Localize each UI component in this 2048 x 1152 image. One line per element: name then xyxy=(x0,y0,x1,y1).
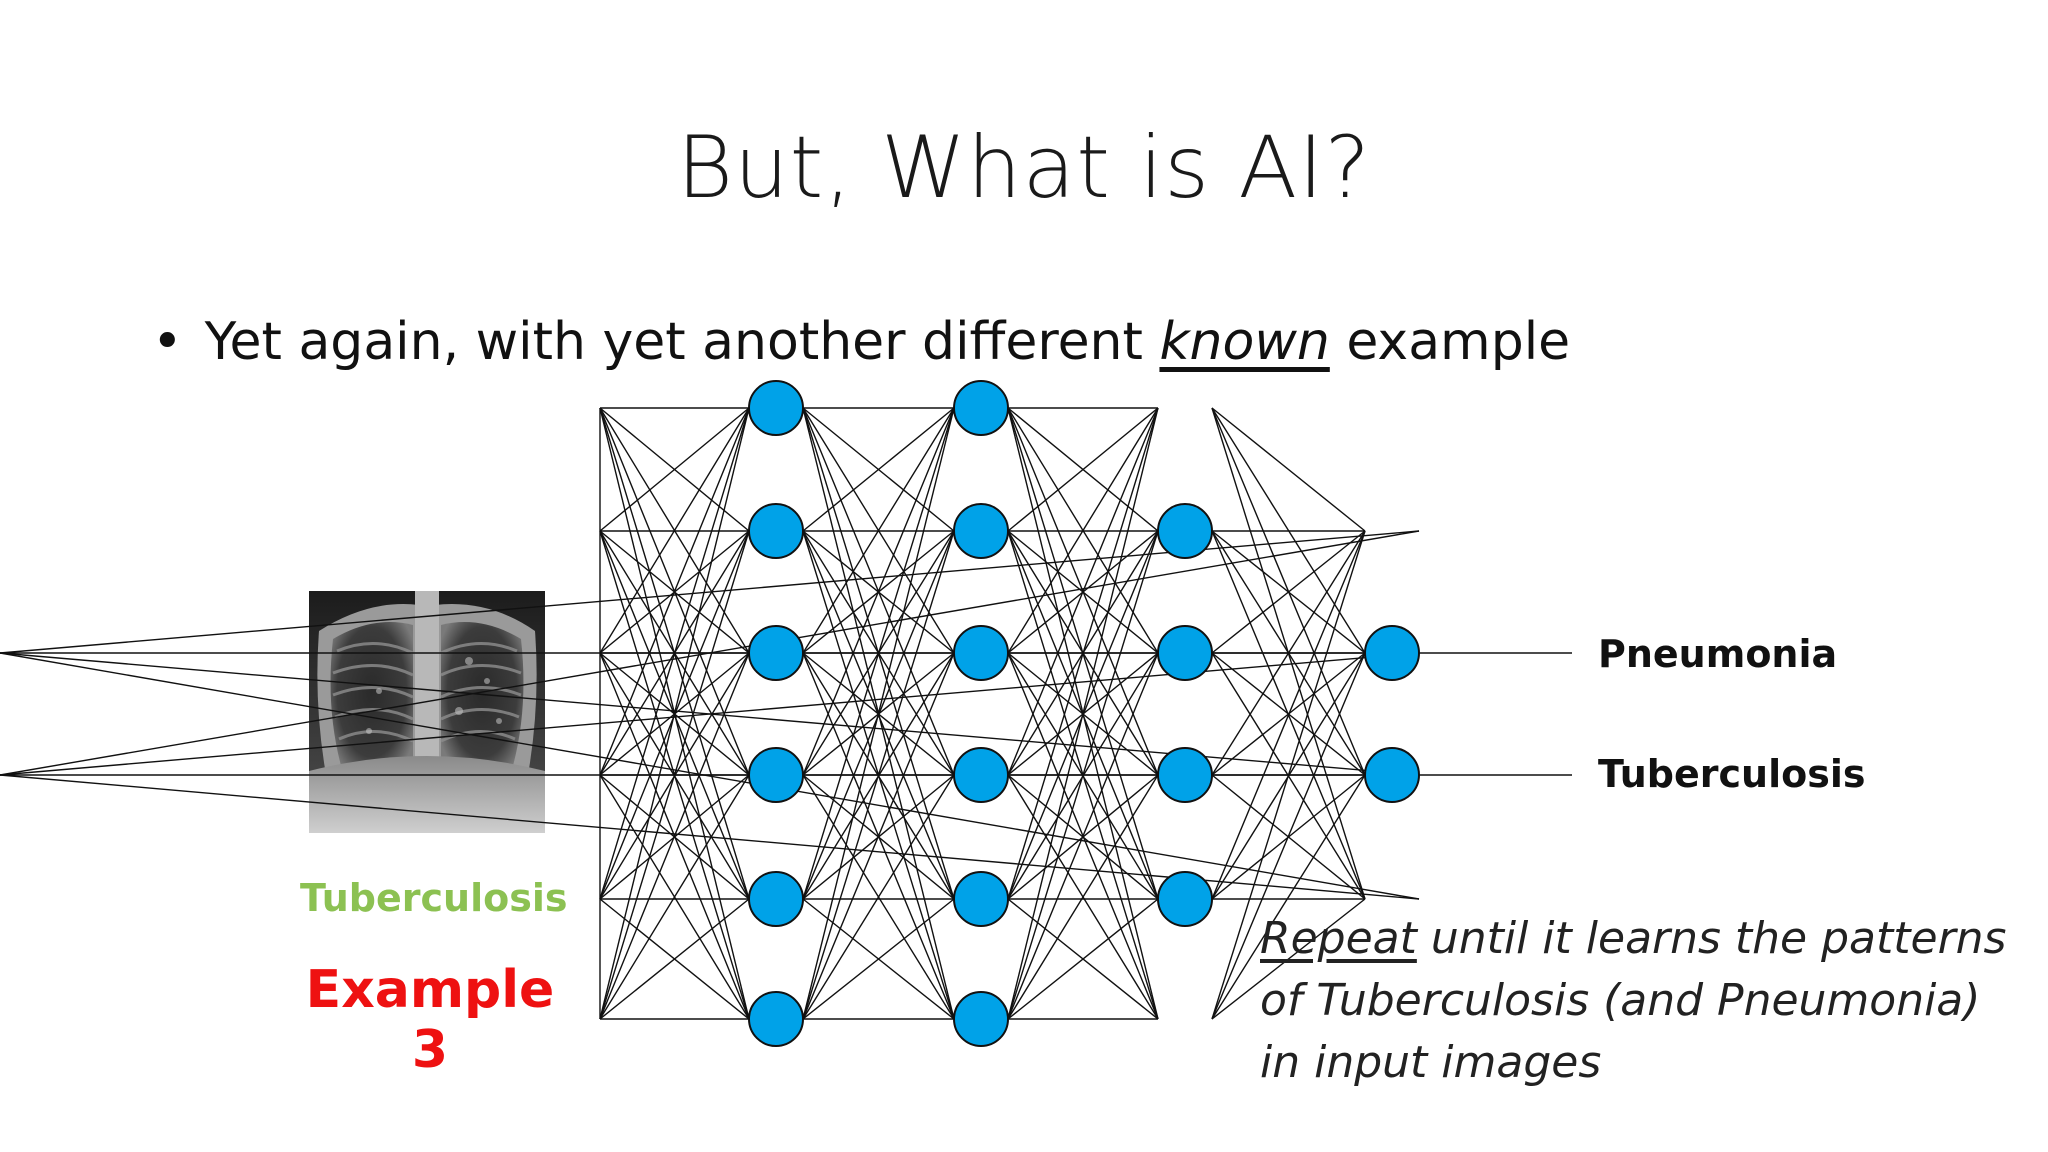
layer-connection xyxy=(1007,652,1159,1020)
input-connection xyxy=(599,652,750,1020)
output-node xyxy=(1364,625,1420,681)
network-node xyxy=(953,503,1009,559)
network-node xyxy=(953,991,1009,1047)
layer-connection xyxy=(1211,652,1366,1020)
network-node xyxy=(1157,871,1213,927)
input-connection xyxy=(599,898,750,1020)
layer-connection xyxy=(802,407,955,532)
network-node xyxy=(953,747,1009,803)
input-connection xyxy=(599,407,750,1020)
network-node xyxy=(748,380,804,436)
layer-connection xyxy=(802,407,955,1020)
layer-connection xyxy=(1211,898,1366,1020)
layer-connection xyxy=(1007,407,1159,1020)
network-node xyxy=(748,503,804,559)
bullet-emphasis: known xyxy=(1159,312,1330,372)
network-node xyxy=(953,625,1009,681)
layer-connection xyxy=(0,774,1420,900)
layer-connection xyxy=(1211,530,1366,654)
network-node xyxy=(748,871,804,927)
bullet-marker: • xyxy=(152,312,183,372)
network-node xyxy=(1157,503,1213,559)
network-node xyxy=(1157,625,1213,681)
bullet-point: • Yet again, with yet another different k… xyxy=(152,312,1570,372)
layer-connection xyxy=(802,898,955,1020)
output-node xyxy=(1364,747,1420,803)
note-text: until it learns the patterns of Tubercul… xyxy=(1260,913,2007,1088)
chest-xray-image xyxy=(309,591,545,833)
layer-connection xyxy=(802,652,955,1020)
sample-diagnosis-label: Tuberculosis xyxy=(300,876,568,920)
layer-connection xyxy=(0,652,1420,900)
bullet-text-before: Yet again, with yet another different xyxy=(204,312,1160,372)
network-node xyxy=(748,747,804,803)
note-emphasis: Repeat xyxy=(1260,913,1417,964)
output-label-tuberculosis: Tuberculosis xyxy=(1598,752,1866,796)
layer-connection xyxy=(802,407,955,776)
layer-connection xyxy=(1211,530,1366,900)
layer-connection xyxy=(1007,774,1159,1020)
slide-title: But, What is AI? xyxy=(676,118,1372,218)
layer-connection xyxy=(1007,898,1159,1020)
layer-connection xyxy=(802,407,955,654)
repeat-note: Repeat until it learns the patterns of T… xyxy=(1260,908,2020,1094)
output-label-pneumonia: Pneumonia xyxy=(1598,632,1838,676)
layer-connection xyxy=(1007,407,1159,776)
network-node xyxy=(748,991,804,1047)
input-connection xyxy=(599,407,750,776)
input-connection xyxy=(599,407,750,654)
input-connection xyxy=(599,774,750,1020)
layer-connection xyxy=(1211,407,1366,532)
bullet-text-after: example xyxy=(1329,312,1571,372)
network-node xyxy=(1157,747,1213,803)
example-number-label: Example 3 xyxy=(305,960,555,1080)
input-connection xyxy=(599,407,750,532)
layer-connection xyxy=(802,774,955,1020)
network-node xyxy=(953,380,1009,436)
layer-connection xyxy=(1211,774,1366,1020)
network-node xyxy=(953,871,1009,927)
layer-connection xyxy=(1007,407,1159,654)
network-node xyxy=(748,625,804,681)
layer-connection xyxy=(1007,407,1159,532)
